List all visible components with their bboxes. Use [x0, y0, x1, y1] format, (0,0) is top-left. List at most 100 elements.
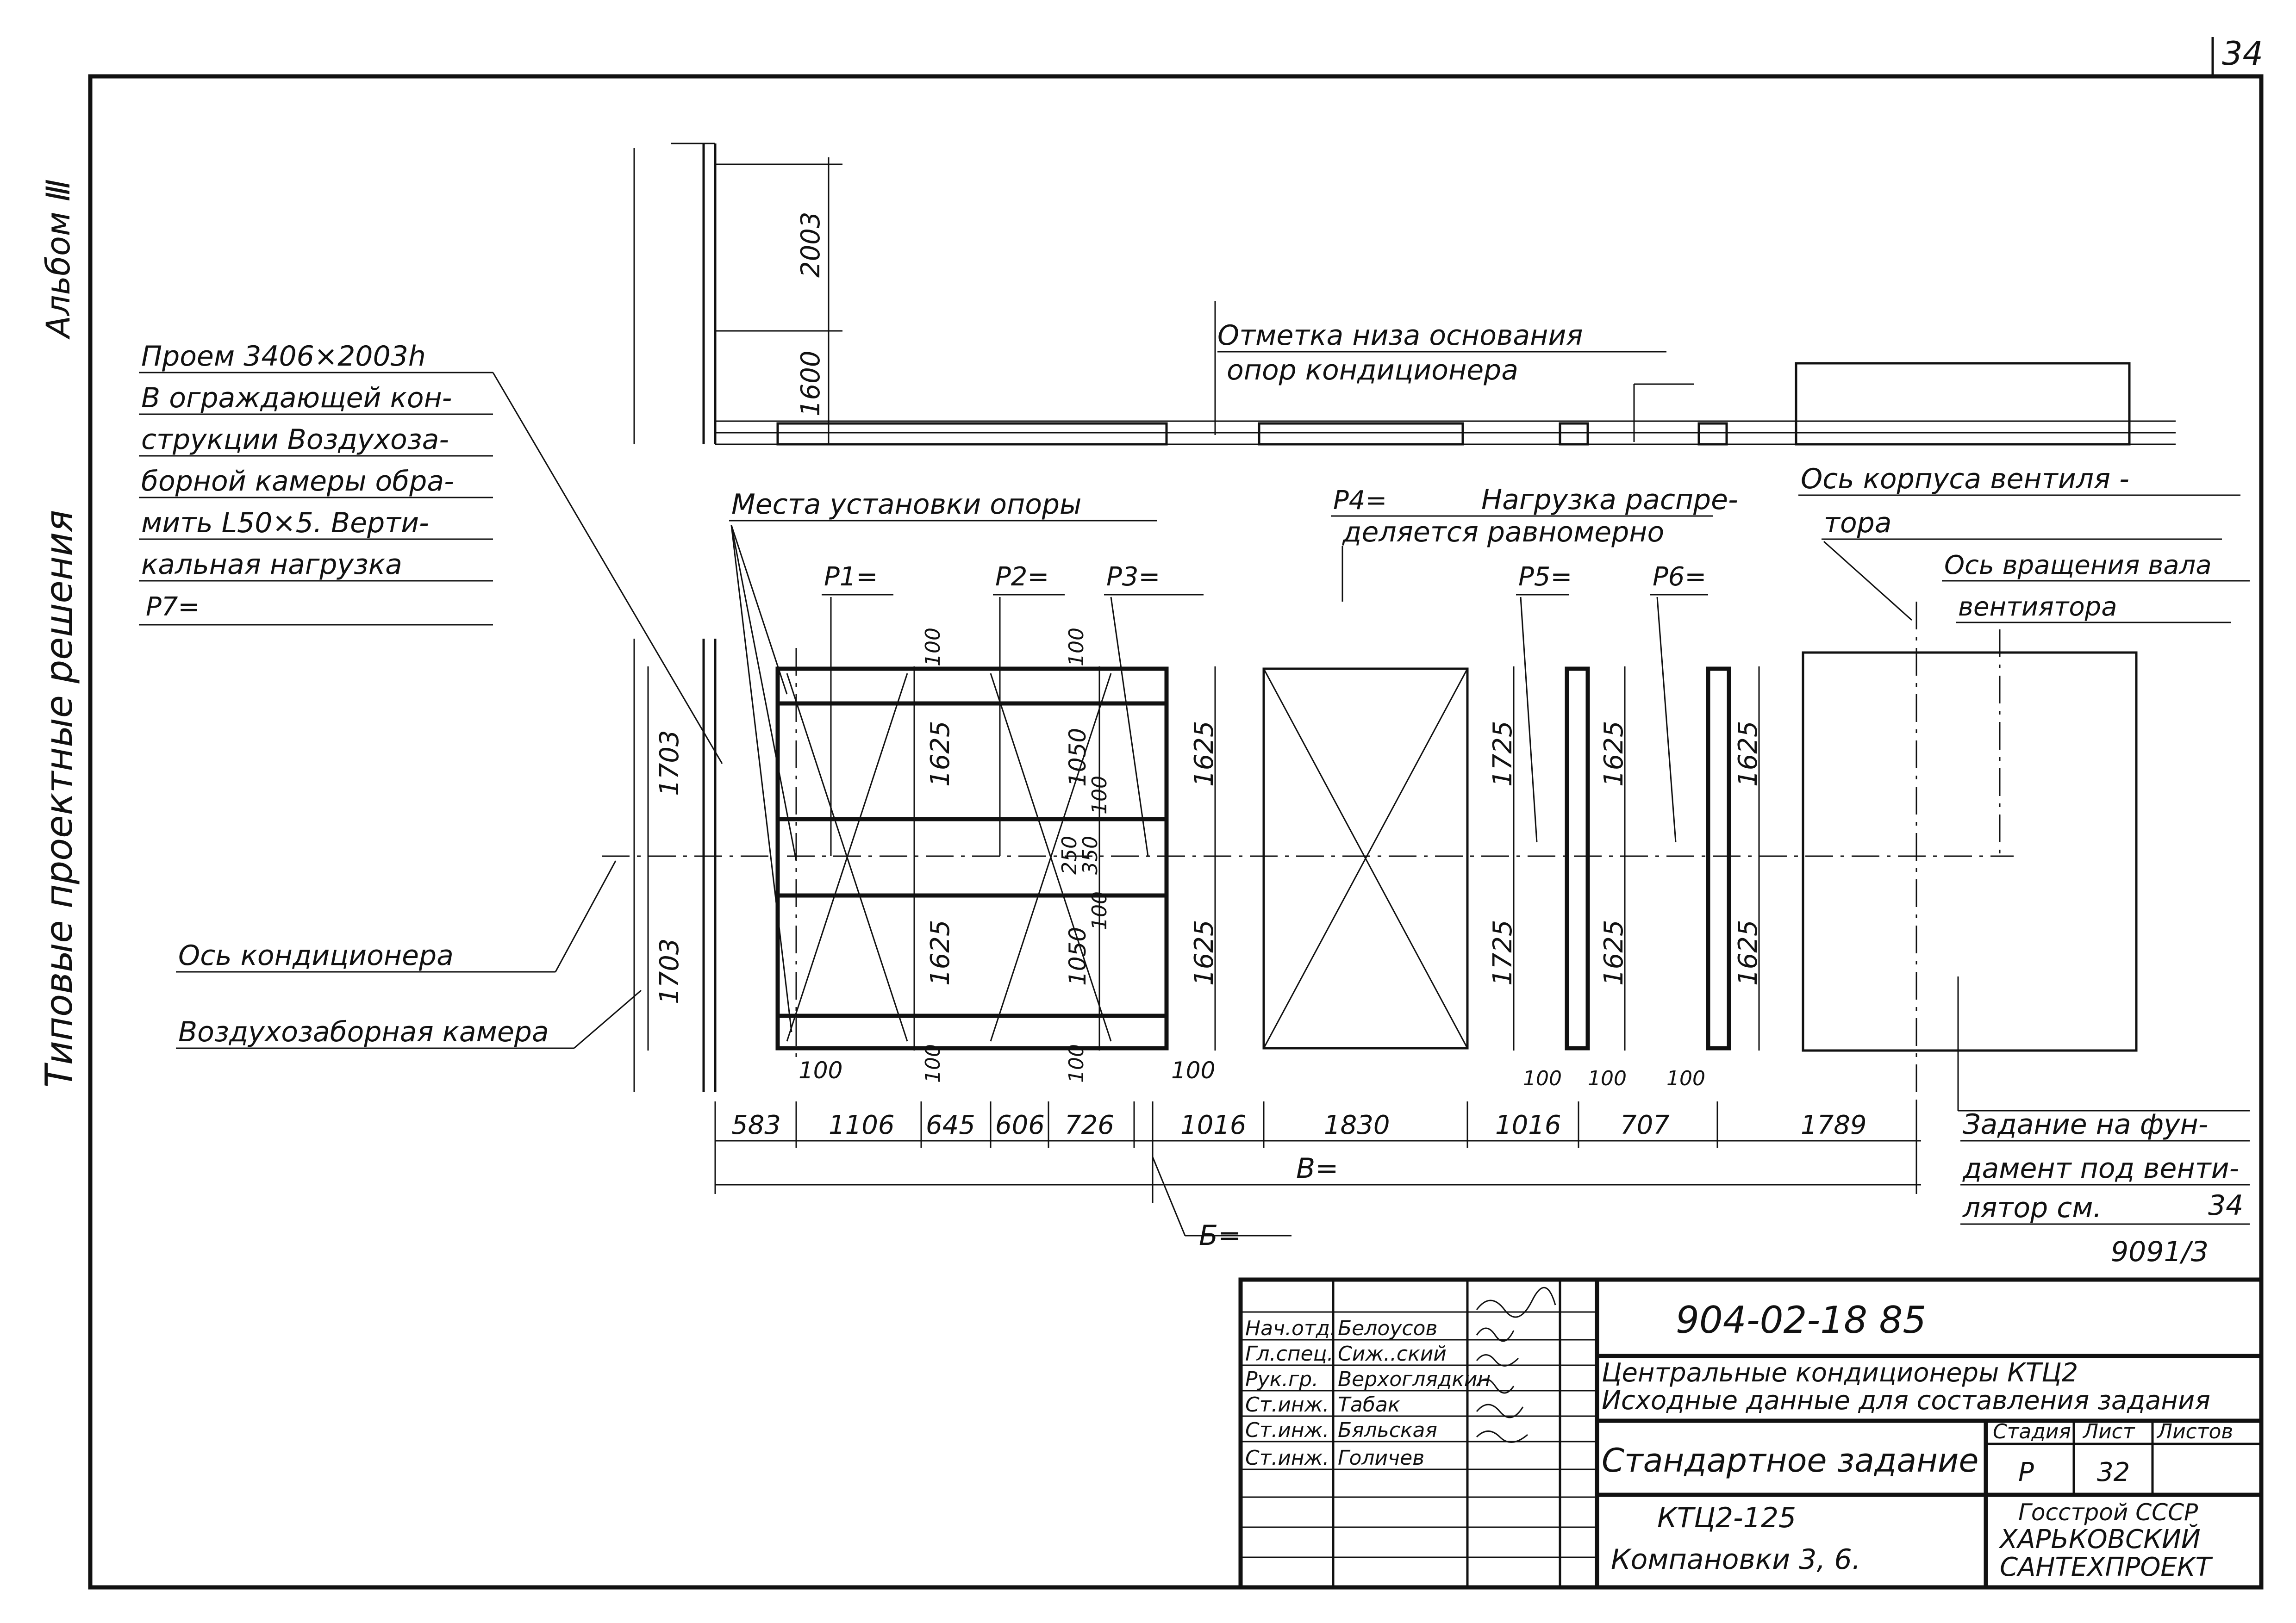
support-places-note: Места установки опоры — [731, 488, 1081, 521]
opening-note-2: В ограждающей кон- — [141, 382, 452, 414]
unit-axis-note: Ось кондиционера — [178, 939, 454, 972]
sheet-head: Лист — [2082, 1420, 2135, 1443]
fan-task-2: дамент под венти- — [1962, 1152, 2239, 1185]
dim-1625-h: 1625 — [1733, 920, 1763, 986]
fan-task-doc: 9091/3 — [2111, 1236, 2209, 1268]
fan-task-ref: 34 — [2208, 1189, 2243, 1222]
opening-note-3: струкции Воздухоза- — [141, 423, 449, 456]
signatures — [1476, 1287, 1556, 1443]
title-line-1: Центральные кондиционеры КТЦ2 — [1602, 1358, 2078, 1388]
load-p1: P1= — [824, 562, 878, 592]
layouts: Компановки 3, 6. — [1611, 1543, 1861, 1576]
dim-1625-c: 1625 — [1189, 721, 1219, 787]
intake-chamber-note: Воздухозаборная камера — [178, 1016, 549, 1048]
doc-code: 904-02-18 85 — [1676, 1299, 1926, 1342]
dim-100-10: 100 — [1588, 1067, 1627, 1090]
chain-583: 583 — [731, 1110, 781, 1140]
total-b: B= — [1296, 1152, 1338, 1185]
stage-head: Стадия — [1993, 1420, 2071, 1443]
fan-task-1: Задание на фун- — [1963, 1108, 2208, 1141]
staff-name-3: Верхоглядкин — [1338, 1368, 1491, 1391]
dim-1625-e: 1625 — [1599, 721, 1629, 787]
model: КТЦ2-125 — [1657, 1502, 1796, 1534]
chain-1830: 1830 — [1324, 1110, 1390, 1140]
chain-645: 645 — [926, 1110, 975, 1140]
sheet-frame — [88, 74, 2264, 1590]
dim-100-9: 100 — [1523, 1067, 1562, 1090]
dim-1725-b: 1725 — [1488, 920, 1518, 986]
fan-task-3: лятор см. — [1962, 1192, 2102, 1224]
dim-100-8: 100 — [1171, 1057, 1215, 1084]
album-label: Альбом Ⅲ — [39, 179, 77, 340]
staff-role-5: Ст.инж. — [1245, 1418, 1329, 1442]
dim-1625-f: 1625 — [1599, 920, 1629, 986]
staff-role-6: Ст.инж. — [1245, 1446, 1329, 1470]
chain-726: 726 — [1065, 1110, 1114, 1140]
opening-note-4: борной камеры обра- — [141, 465, 454, 497]
dim-100-4: 100 — [1088, 891, 1111, 930]
dim-1625-b: 1625 — [925, 920, 955, 986]
p4-note-2: деляется равномерно — [1342, 516, 1664, 548]
plan-view — [602, 602, 2250, 1112]
load-p2: P2= — [995, 562, 1049, 592]
base-mark-note-1: Отметка низа основания — [1217, 319, 1583, 352]
staff-name-4: Табак — [1338, 1393, 1400, 1417]
staff-name-1: Белоусов — [1338, 1317, 1437, 1340]
staff-role-1: Нач.отд. — [1245, 1317, 1336, 1340]
dim-1703-top: 1703 — [655, 730, 685, 796]
series-label: Типовые проектные решения — [37, 510, 81, 1088]
sheet-name: Стандартное задание — [1602, 1442, 1978, 1480]
load-p6: P6= — [1653, 562, 1706, 592]
dim-1050-a: 1050 — [1064, 728, 1091, 787]
dim-100-6: 100 — [1065, 1044, 1088, 1083]
chain-1016-a: 1016 — [1180, 1110, 1247, 1140]
page-number: 34 — [2222, 35, 2263, 73]
dim-1625-a: 1625 — [925, 721, 955, 787]
dim-250: 250 — [1058, 836, 1081, 875]
dim-1703-bot: 1703 — [655, 938, 685, 1004]
sheet-value: 32 — [2097, 1457, 2130, 1487]
load-p4: P4= — [1333, 485, 1387, 516]
fan-body-axis-1: Ось корпуса вентиля - — [1801, 463, 2129, 495]
dim-1600: 1600 — [796, 350, 826, 417]
chain-606: 606 — [995, 1110, 1045, 1140]
dim-100-5: 100 — [921, 1044, 945, 1083]
fan-shaft-axis-2: вентиятора — [1958, 592, 2117, 622]
dim-350: 350 — [1079, 836, 1102, 875]
opening-note-5: мить L50×5. Верти- — [141, 507, 429, 539]
dim-1050-b: 1050 — [1064, 927, 1091, 986]
dim-1725-a: 1725 — [1488, 721, 1518, 787]
opening-note-6: кальная нагрузка — [141, 548, 402, 581]
staff-name-5: Бяльская — [1338, 1418, 1437, 1442]
elevation-view: 2003 1600 — [633, 143, 2176, 446]
title-line-2: Исходные данные для составления задания — [1602, 1386, 2210, 1416]
org-line-3: САНТЕХПРОЕКТ — [2000, 1552, 2213, 1582]
load-p3: P3= — [1106, 562, 1160, 592]
staff-role-4: Ст.инж. — [1245, 1393, 1329, 1417]
chain-1016-b: 1016 — [1495, 1110, 1561, 1140]
fan-shaft-axis-1: Ось вращения вала — [1944, 550, 2212, 580]
chain-707: 707 — [1620, 1110, 1670, 1140]
fan-body-axis-2: тора — [1824, 507, 1892, 539]
staff-role-2: Гл.спец. — [1245, 1342, 1334, 1366]
staff-name-6: Голичев — [1338, 1446, 1424, 1470]
opening-note-7: P7= — [146, 592, 200, 622]
dim-100-7: 100 — [799, 1057, 842, 1084]
p4-note-1: Нагрузка распре- — [1481, 484, 1738, 516]
load-p5: P5= — [1518, 562, 1572, 592]
dim-2003: 2003 — [796, 211, 826, 278]
dim-100-11: 100 — [1666, 1067, 1705, 1090]
sheets-head: Листов — [2156, 1420, 2233, 1443]
dim-100-1: 100 — [921, 628, 945, 666]
opening-note-1: Проем 3406×2003h — [141, 340, 426, 373]
stage-value: Р — [2018, 1457, 2034, 1487]
org-line-2: ХАРЬКОВСКИЙ — [1998, 1524, 2201, 1555]
dim-100-2: 100 — [1065, 628, 1088, 666]
dimension-chain — [714, 1101, 1921, 1203]
base-mark-note-2: опор кондиционера — [1227, 354, 1518, 386]
title-block — [1238, 1277, 2264, 1590]
dim-1625-g: 1625 — [1733, 721, 1763, 787]
dim-100-3: 100 — [1088, 776, 1111, 815]
org-line-1: Госстрой СССР — [2018, 1499, 2198, 1526]
